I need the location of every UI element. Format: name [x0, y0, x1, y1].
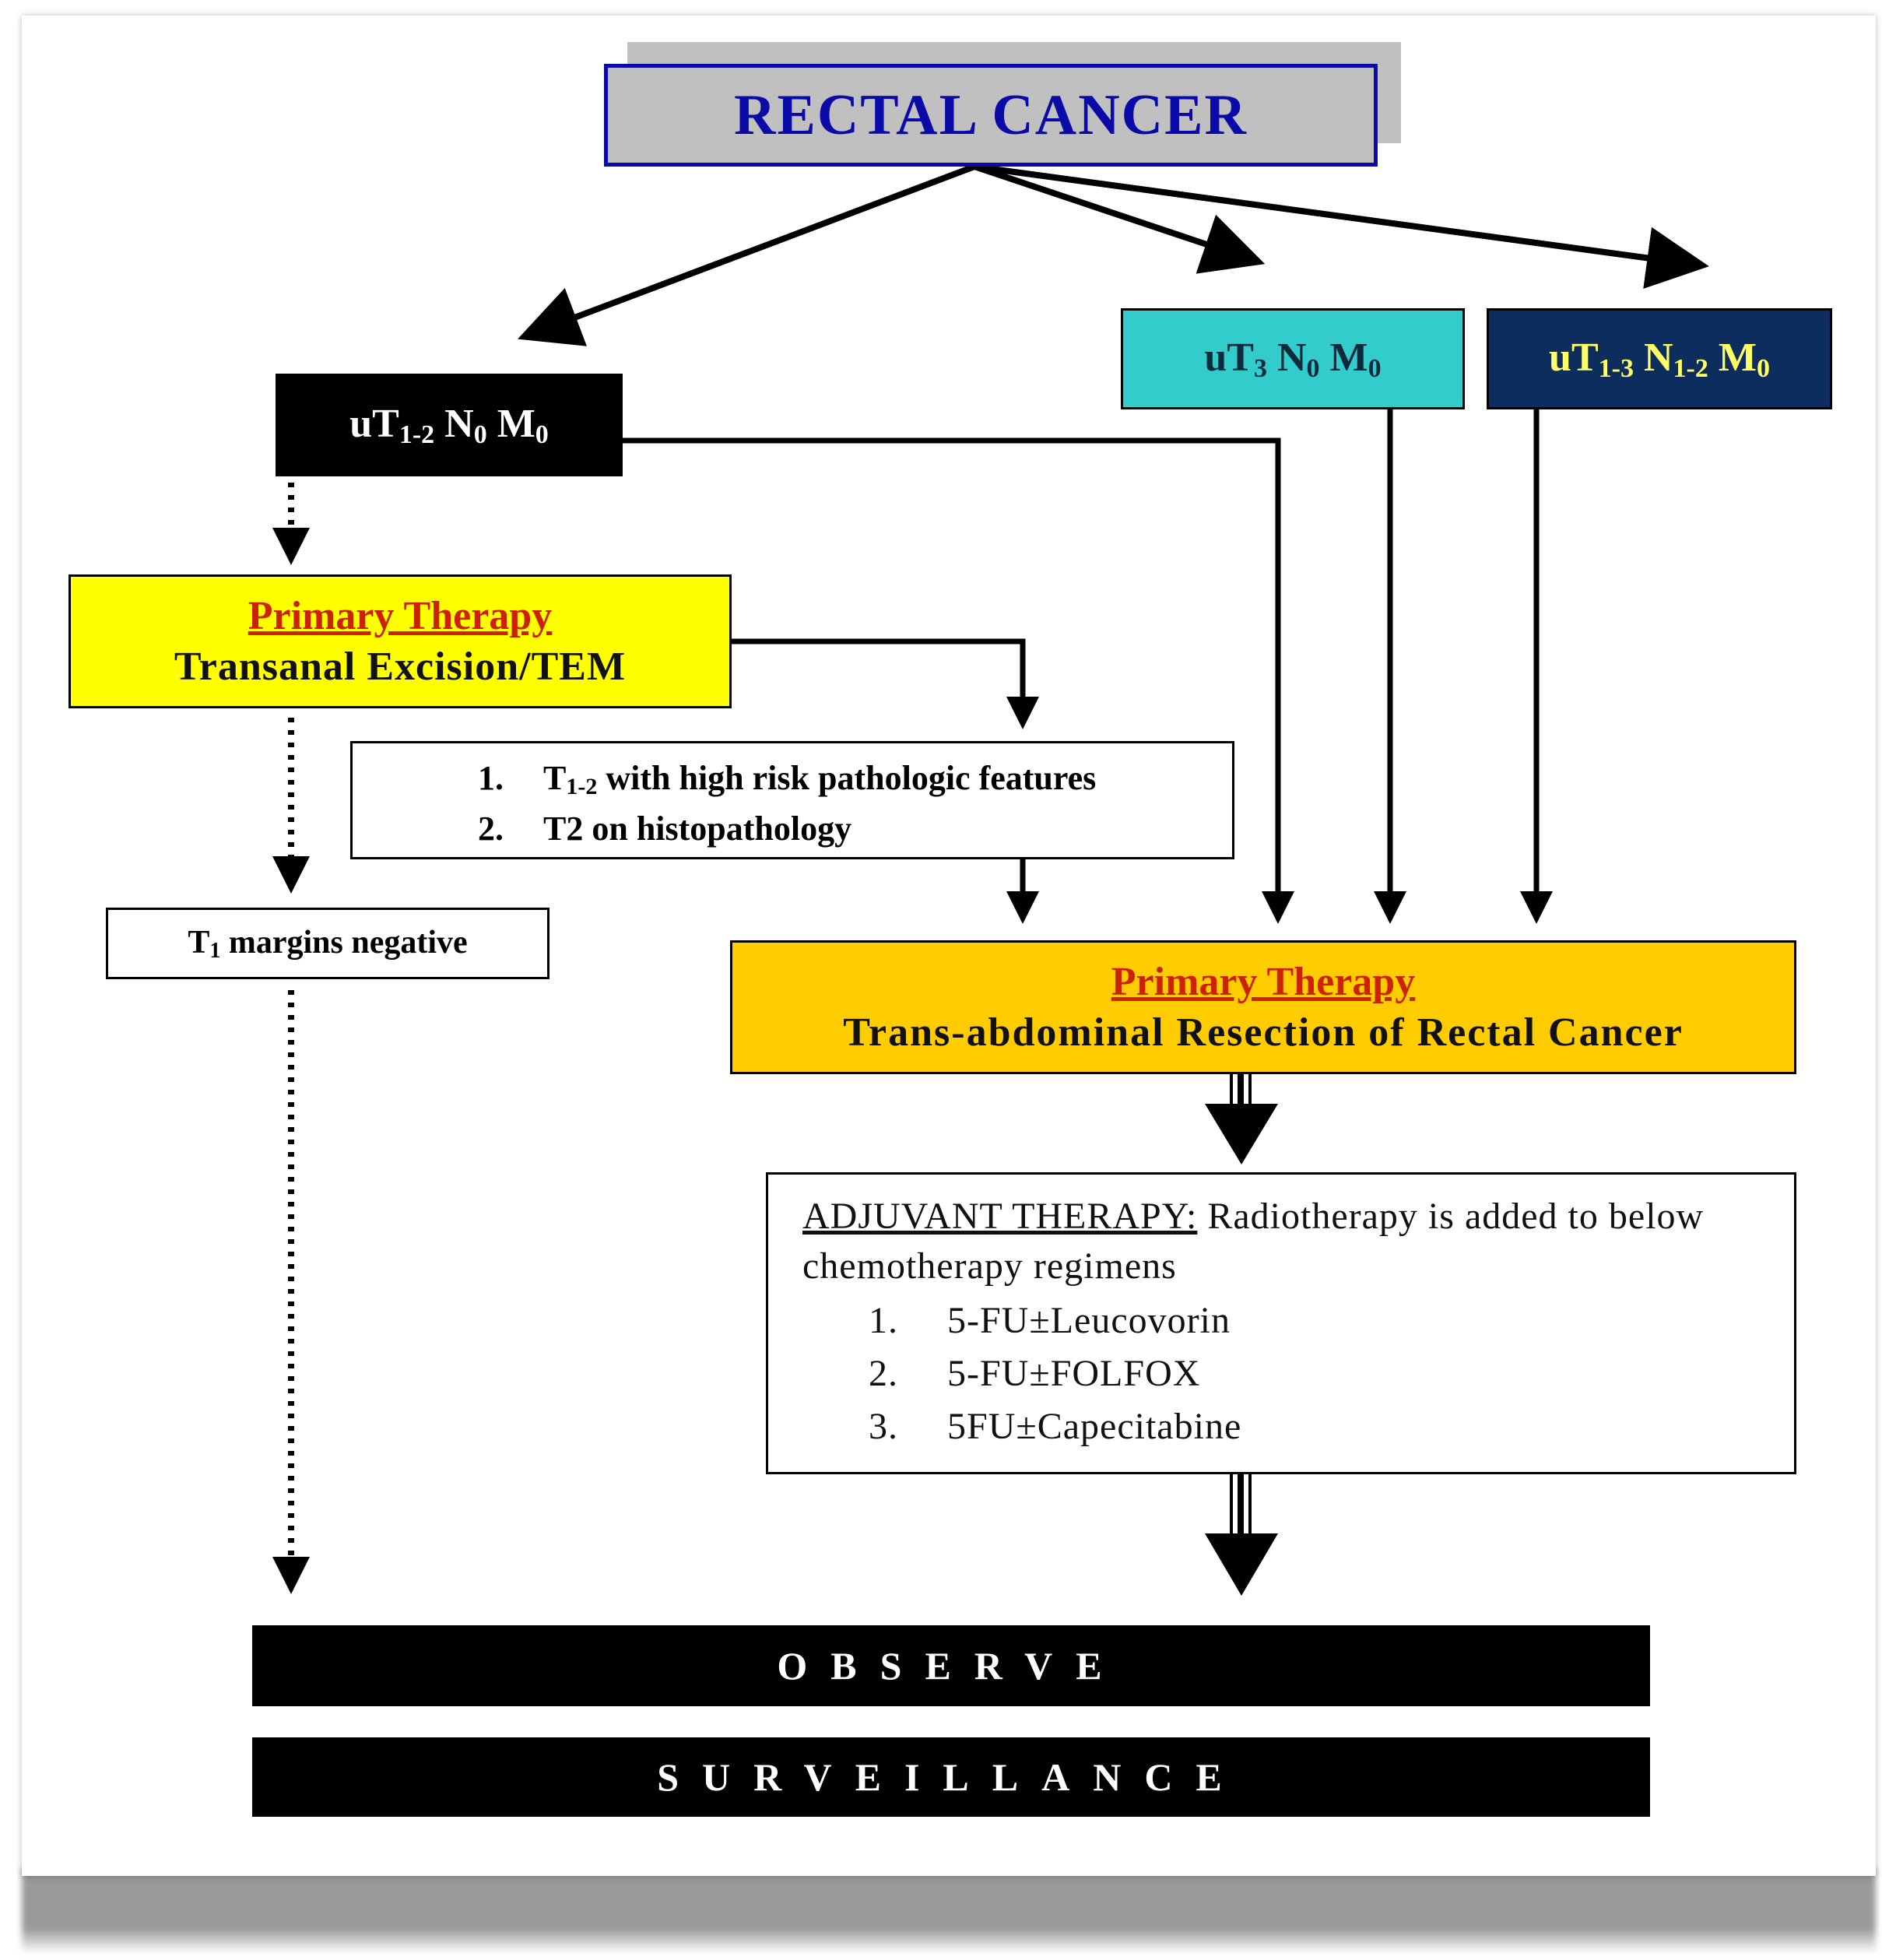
primary-therapy-local-box: Primary Therapy Transanal Excision/TEM	[68, 574, 732, 708]
adjuvant-label: ADJUVANT THERAPY:	[802, 1196, 1198, 1237]
criteria-list: T1-2 with high risk pathologic features …	[353, 757, 1232, 850]
arrow-local-therapy-to-risk	[732, 638, 1039, 729]
stage-label: uT1-2 N0 M0	[349, 401, 549, 449]
block-arrow-abdominal-to-adjuvant	[1205, 1074, 1278, 1164]
high-risk-criteria-box: T1-2 with high risk pathologic features …	[350, 741, 1234, 859]
stage-label: uT1-3 N1-2 M0	[1549, 335, 1770, 383]
primary-therapy-heading: Primary Therapy	[248, 594, 553, 638]
criteria-item: T1-2 with high risk pathologic features	[512, 757, 1232, 808]
margins-negative-box: T1 margins negative	[106, 908, 550, 979]
adjuvant-intro-text: Radiotherapy is added to below chemother…	[802, 1196, 1705, 1287]
surveillance-bar: SURVEILLANCE	[252, 1737, 1650, 1817]
block-arrow-adjuvant-to-observe	[1205, 1474, 1278, 1596]
primary-therapy-description: Trans-abdominal Resection of Rectal Canc…	[843, 1010, 1684, 1055]
primary-therapy-heading: Primary Therapy	[1111, 960, 1416, 1004]
observe-label: OBSERVE	[777, 1644, 1125, 1688]
page-shadow	[22, 1868, 1876, 1954]
arrow-stage-a-to-abdominal	[623, 437, 1294, 924]
stage-label: uT3 N0 M0	[1204, 335, 1382, 383]
arrow-title-to-stage-a	[518, 163, 976, 346]
regimen-item: 5-FU±Leucovorin	[908, 1294, 1794, 1347]
surveillance-label: SURVEILLANCE	[657, 1755, 1245, 1799]
regimen-item: 5FU±Capecitabine	[908, 1400, 1794, 1453]
stage-box-ut13-n12-m0: uT1-3 N1-2 M0	[1487, 308, 1832, 409]
adjuvant-therapy-box: ADJUVANT THERAPY: Radiotherapy is added …	[766, 1172, 1796, 1474]
margins-negative-label: T1 margins negative	[188, 924, 468, 963]
primary-therapy-description: Transanal Excision/TEM	[174, 645, 627, 689]
observe-bar: OBSERVE	[252, 1625, 1650, 1706]
stage-box-ut12-n0-m0: uT1-2 N0 M0	[276, 374, 623, 476]
adjuvant-intro: ADJUVANT THERAPY: Radiotherapy is added …	[802, 1192, 1794, 1291]
criteria-item: T2 on histopathology	[512, 808, 1232, 850]
stage-box-ut3-n0-m0: uT3 N0 M0	[1121, 308, 1465, 409]
title-box: RECTAL CANCER	[604, 64, 1378, 167]
arrow-title-to-stage-c	[974, 163, 1709, 290]
regimen-item: 5-FU±FOLFOX	[908, 1347, 1794, 1400]
title-text: RECTAL CANCER	[734, 83, 1248, 147]
regimen-list: 5-FU±Leucovorin 5-FU±FOLFOX 5FU±Capecita…	[768, 1294, 1794, 1453]
primary-therapy-abdominal-box: Primary Therapy Trans-abdominal Resectio…	[730, 940, 1796, 1074]
arrow-title-to-stage-b	[973, 163, 1266, 274]
